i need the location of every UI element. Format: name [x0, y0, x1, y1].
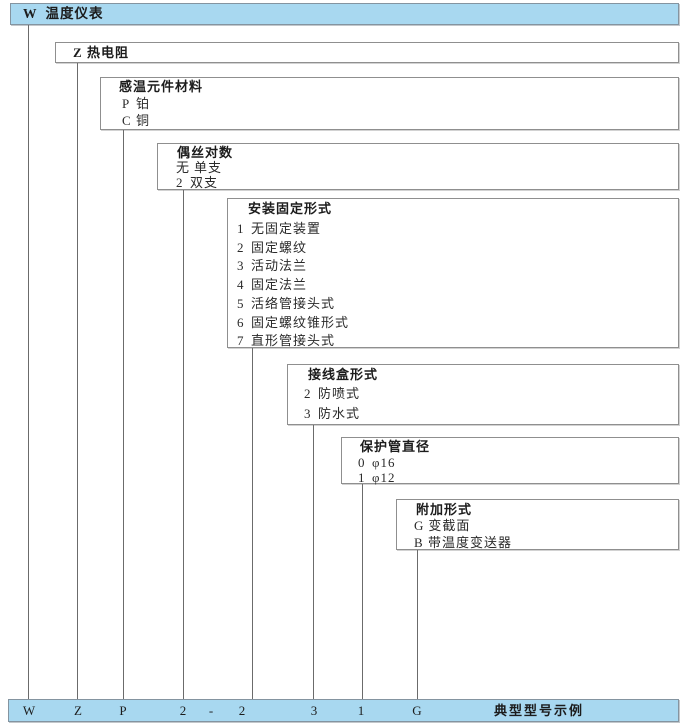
option-label: 活动法兰: [251, 258, 308, 274]
option-code: 2: [237, 239, 244, 255]
example-code: G: [412, 703, 422, 718]
connector-line: [417, 550, 418, 699]
example-caption: 典型型号示例: [493, 703, 585, 718]
option-row: 5 活络管接头式: [237, 295, 678, 314]
option-code: 2: [304, 386, 311, 401]
option-code: 6: [237, 314, 244, 330]
family-bar: W 温度仪表: [10, 3, 679, 25]
connector-line: [28, 25, 29, 699]
option-label: 固定螺纹锥形式: [251, 314, 350, 330]
box-title: 附加形式: [416, 502, 473, 517]
junction-box-form-box: 接线盒形式 2 防喷式 3 防水式: [287, 364, 679, 425]
option-label: 防喷式: [318, 386, 361, 401]
option-code: 4: [237, 277, 244, 293]
option-row: 2 固定螺纹: [237, 239, 678, 258]
option-code: 7: [237, 333, 244, 349]
option-code: 3: [237, 258, 244, 274]
option-row: 3 防水式: [304, 404, 678, 424]
option-row: 4 固定法兰: [237, 276, 678, 295]
option-code: 无: [176, 160, 190, 175]
box-title: 偶丝对数: [177, 145, 234, 160]
example-code: -: [208, 703, 214, 718]
example-code: Z: [74, 703, 82, 718]
connector-line: [123, 130, 124, 699]
example-code: 1: [357, 703, 365, 718]
option-label: 防水式: [318, 406, 361, 421]
additional-form-box: 附加形式 G 变截面 B 带温度变送器: [396, 499, 679, 550]
example-code: W: [22, 703, 36, 718]
protection-tube-diameter-box: 保护管直径 0 φ16 1 φ12: [341, 437, 679, 485]
option-label: 活络管接头式: [251, 295, 336, 311]
example-code: P: [119, 703, 127, 718]
option-rows: G 变截面 B 带温度变送器: [397, 518, 678, 551]
example-code: 3: [310, 703, 318, 718]
option-label: 带温度变送器: [428, 534, 513, 550]
option-row: 无单支: [176, 160, 678, 175]
option-label: 固定法兰: [251, 277, 308, 293]
connector-line: [313, 425, 314, 699]
option-row: 2 双支: [176, 175, 678, 190]
connector-line: [77, 63, 78, 699]
sensor-type-code: Z: [73, 45, 82, 60]
box-title: 安装固定形式: [248, 201, 333, 216]
option-rows: 2 防喷式 3 防水式: [288, 384, 678, 424]
option-code: 2: [176, 175, 183, 190]
option-label: 单支: [194, 160, 223, 175]
mounting-form-box: 安装固定形式 1 无固定装置 2 固定螺纹 3 活动法兰 4 固定法兰 5 活络管接头式 …: [227, 198, 679, 348]
box-title: 接线盒形式: [308, 367, 379, 382]
option-rows: 0 φ16 1 φ12: [342, 455, 678, 485]
option-code: C: [122, 113, 131, 128]
option-code: P: [122, 96, 130, 111]
option-code: 1: [358, 470, 365, 485]
option-code: 5: [237, 295, 244, 311]
option-label: φ16: [372, 455, 396, 470]
option-row: B 带温度变送器: [414, 535, 678, 552]
option-label: 直形管接头式: [251, 333, 336, 349]
option-row: 7 直形管接头式: [237, 332, 678, 351]
option-row: G 变截面: [414, 518, 678, 535]
box-title: 保护管直径: [360, 439, 431, 454]
option-row: 6 固定螺纹锥形式: [237, 314, 678, 333]
option-label: 铂: [136, 96, 151, 111]
option-code: 1: [237, 221, 244, 236]
sensor-type-label: 热电阻: [87, 45, 130, 60]
family-code: W: [23, 6, 37, 21]
option-code: 0: [358, 455, 365, 470]
option-row: 2 防喷式: [304, 384, 678, 404]
option-label: 铜: [136, 113, 151, 128]
family-label: 温度仪表: [45, 6, 104, 21]
connector-line: [183, 190, 184, 699]
connector-line: [252, 348, 253, 699]
option-row: 0 φ16: [358, 455, 678, 470]
option-rows: 1 无固定装置 2 固定螺纹 3 活动法兰 4 固定法兰 5 活络管接头式 6 固定螺纹锥形…: [228, 220, 678, 351]
box-title: 感温元件材料: [119, 79, 204, 94]
option-rows: 无单支 2 双支: [158, 160, 678, 190]
option-label: 变截面: [428, 518, 471, 533]
option-label: 固定螺纹: [251, 239, 308, 255]
option-label: 双支: [190, 175, 219, 190]
connector-line: [362, 484, 363, 699]
wire-pairs-box: 偶丝对数 无单支 2 双支: [157, 143, 679, 190]
option-code: G: [414, 518, 424, 533]
option-code: B: [414, 534, 423, 550]
option-row: 3 活动法兰: [237, 257, 678, 276]
sensor-type-box: Z 热电阻: [55, 42, 679, 63]
option-label: 无固定装置: [251, 221, 322, 236]
example-code: 2: [238, 703, 246, 718]
option-row: 1 无固定装置: [237, 220, 678, 239]
example-model-bar: W Z P 2 - 2 3 1 G 典型型号示例: [8, 699, 679, 722]
example-code: 2: [179, 703, 187, 718]
option-label: φ12: [372, 470, 396, 485]
option-row: 1 φ12: [358, 470, 678, 485]
option-code: 3: [304, 406, 311, 421]
